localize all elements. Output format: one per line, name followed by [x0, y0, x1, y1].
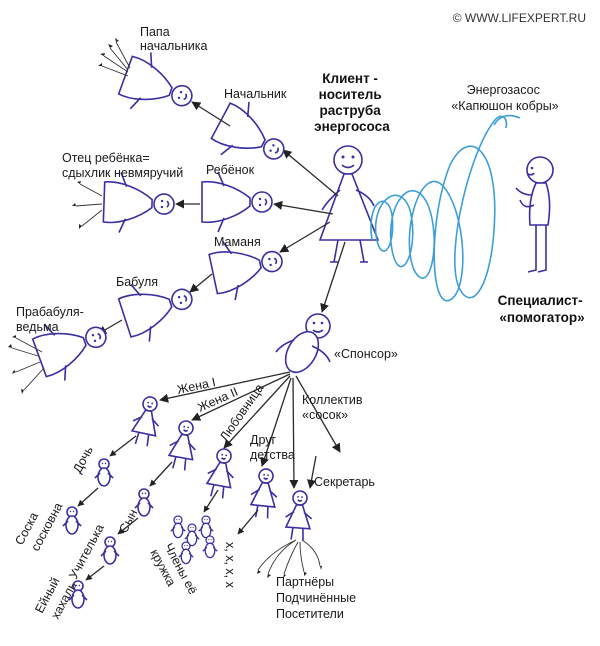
child-figure — [201, 171, 273, 233]
collective-label: Коллектив «сосок» — [302, 393, 366, 422]
sponsor-figure — [275, 313, 331, 374]
energy-spiral — [370, 114, 521, 302]
son-label: Сын — [116, 507, 140, 536]
partners-label: Партнёры Подчинённые Посетители — [276, 575, 360, 621]
watermark: © WWW.LIFEXPERT.RU — [453, 11, 586, 25]
wife1-label: Жена I — [176, 375, 217, 397]
sponsor-label: «Спонсор» — [334, 347, 398, 361]
papa-boss-figure — [98, 38, 203, 129]
boss-label: Начальник — [224, 87, 287, 101]
client-label: Клиент - носитель раструба энергососа — [314, 71, 390, 134]
papa-boss-label: Папа начальника — [140, 25, 207, 53]
client-figure — [318, 145, 380, 263]
great-grandma-figure — [8, 304, 117, 394]
great-grandma-label: Прабабуля- ведьма — [16, 305, 87, 334]
client-arrows — [273, 149, 346, 313]
sponsor-arrows — [159, 371, 341, 489]
daughter-figure — [94, 458, 114, 487]
xxx-label: х, х, х, х — [223, 542, 237, 589]
friend-figure — [247, 466, 281, 520]
father-child-label: Отец ребёнка= сдыхлик невмяручий — [62, 151, 183, 180]
child-label: Ребёнок — [206, 163, 255, 177]
pacifier-figure — [62, 506, 82, 535]
friend-label: Друг детства — [250, 433, 295, 462]
teacher-figure — [100, 536, 120, 565]
wife1-figure — [127, 393, 165, 449]
specialist-figure — [515, 156, 554, 273]
daughter-label: Дочь — [70, 444, 96, 476]
lover-figure — [203, 446, 239, 501]
energy-label: Энергозасос «Капюшон кобры» — [451, 83, 558, 113]
specialist-label: Специалист- «помогатор» — [498, 293, 587, 325]
secretary-figure — [283, 489, 315, 542]
babula-label: Бабуля — [116, 275, 158, 289]
secretary-fan — [257, 539, 322, 578]
son-figure — [134, 488, 154, 517]
father-child-figure — [72, 171, 176, 236]
secretary-label: Секретарь — [314, 475, 375, 489]
mama-label: Маманя — [214, 235, 261, 249]
